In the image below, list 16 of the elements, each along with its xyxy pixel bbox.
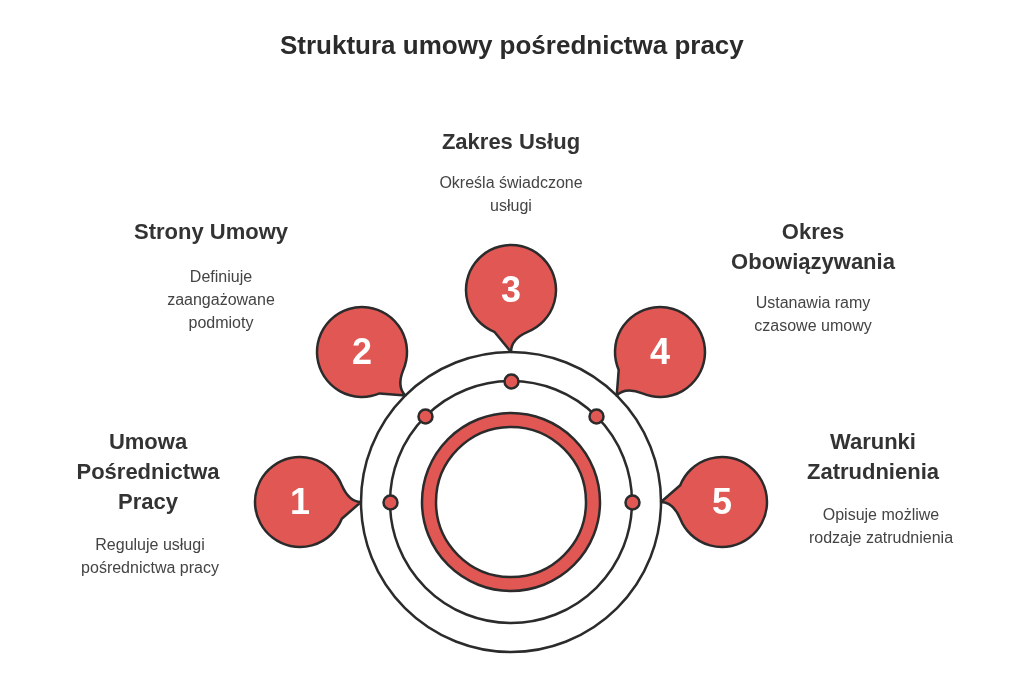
step-description: Ustanawia ramy czasowe umowy [753,293,873,336]
step-heading: Warunki Zatrudnienia [806,428,940,486]
step-description: Określa świadczone usługi [438,173,584,216]
diagram-title: Struktura umowy pośrednictwa pracy [280,29,744,61]
step-heading: Strony Umowy [133,218,289,246]
step-number: 4 [650,333,671,371]
step-description: Opisuje możliwe rodzaje zatrudnienia [808,505,954,548]
step-description: Reguluje usługi pośrednictwa pracy [80,535,220,578]
step-heading: Okres Obowiązywania [730,218,896,276]
step-number: 1 [290,483,311,521]
step-number: 5 [712,483,733,521]
step-heading: Zakres Usług [441,128,581,156]
step-description: Definiuje zaangażowane podmioty [166,267,276,333]
step-number: 2 [352,333,373,371]
step-number: 3 [501,271,522,309]
step-heading: Umowa Pośrednictwa Pracy [75,428,221,516]
